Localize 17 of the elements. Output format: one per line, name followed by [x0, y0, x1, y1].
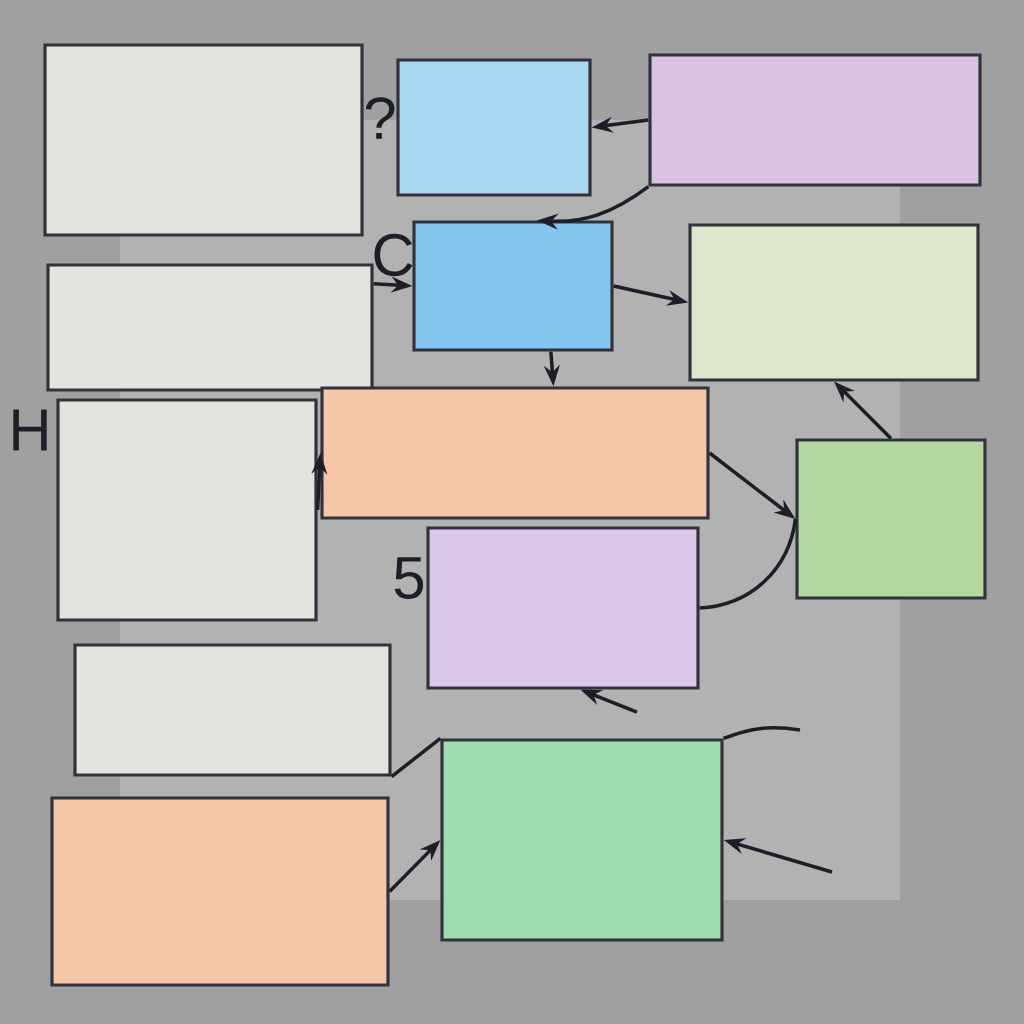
- note-card: [412, 220, 614, 352]
- note-card: [648, 53, 982, 187]
- handwritten-mark: ?: [365, 97, 395, 139]
- note-card: [426, 526, 700, 690]
- note-card: [396, 58, 592, 197]
- handwritten-mark: H: [13, 409, 47, 451]
- handwritten-mark: 5: [394, 557, 424, 599]
- note-card: [43, 43, 364, 237]
- handwritten-mark: C: [374, 233, 413, 277]
- note-card: [46, 263, 374, 392]
- note-card: [56, 398, 318, 622]
- note-card: [440, 738, 724, 942]
- note-card: [688, 223, 980, 382]
- note-card: [50, 796, 390, 987]
- note-card: [795, 438, 987, 600]
- note-card: [73, 643, 392, 777]
- note-card: [320, 386, 710, 520]
